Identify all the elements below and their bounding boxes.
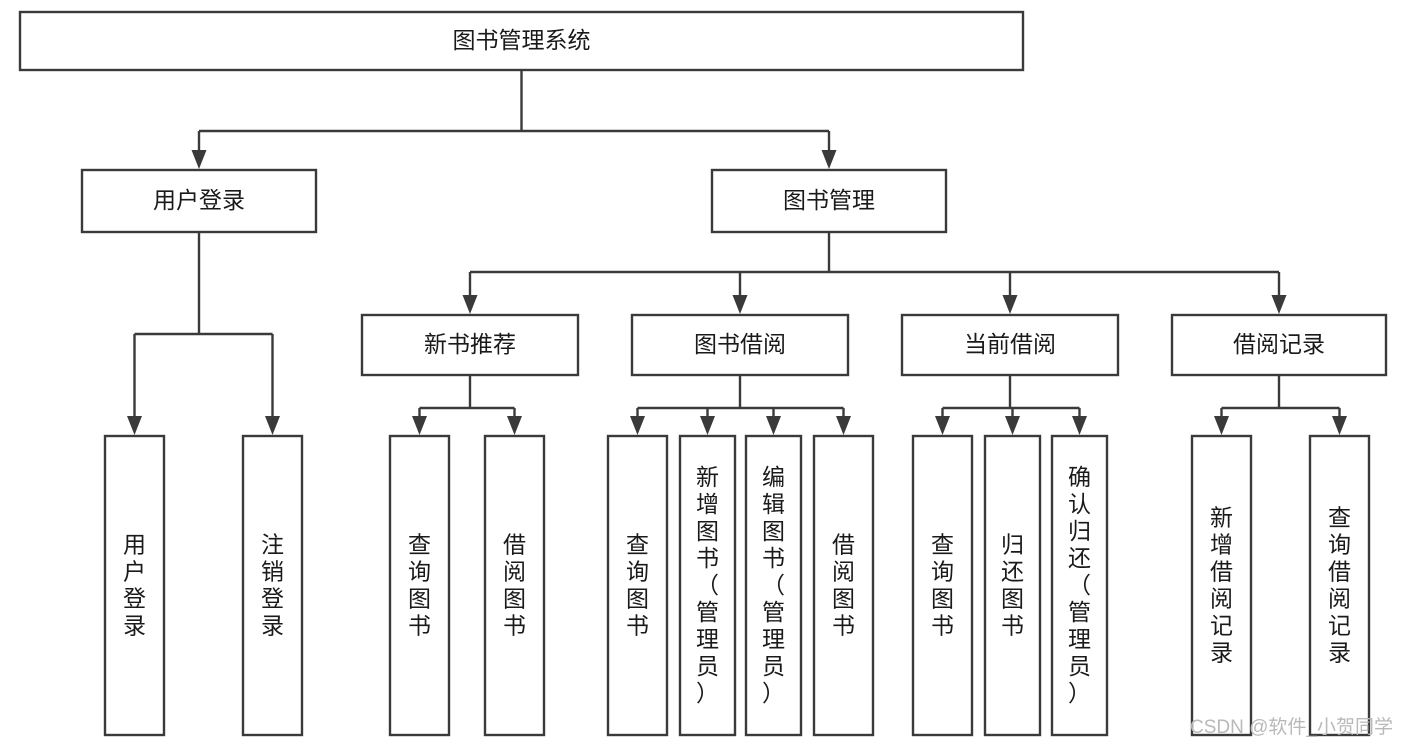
node-label-book-management: 图书管理 [783, 187, 875, 213]
node-box-leaf-query-book-borrow [606, 434, 669, 737]
node-box-borrow-record [1170, 313, 1388, 377]
node-leaf-query-borrow-record[interactable]: 查询借阅记录 [1308, 434, 1371, 737]
arrow-head-leaf-edit-book-admin [766, 416, 781, 435]
node-label-leaf-add-borrow-record: 新增借阅记录 [1210, 505, 1233, 666]
node-user-login[interactable]: 用户登录 [80, 168, 318, 234]
node-current-borrow[interactable]: 当前借阅 [900, 313, 1120, 377]
arrow-head-leaf-logout-login [265, 416, 280, 435]
node-label-root: 图书管理系统 [453, 27, 591, 53]
node-leaf-confirm-return-admin[interactable]: 确认归还（管理员） [1050, 434, 1109, 737]
arrow-head-book-borrow [732, 295, 748, 314]
node-leaf-borrow-book[interactable]: 借阅图书 [812, 434, 875, 737]
node-label-current-borrow: 当前借阅 [964, 331, 1056, 357]
node-label-leaf-user-login: 用户登录 [123, 532, 146, 639]
node-label-leaf-edit-book-admin: 编辑图书（管理员） [762, 464, 785, 706]
node-box-leaf-query-book-current [911, 434, 974, 737]
node-leaf-edit-book-admin[interactable]: 编辑图书（管理员） [744, 434, 803, 737]
node-label-leaf-query-book-borrow: 查询图书 [626, 532, 649, 639]
node-box-leaf-user-login [103, 434, 166, 737]
arrow-head-leaf-borrow-book [836, 416, 851, 435]
arrow-head-leaf-query-book-current [935, 416, 950, 435]
arrow-head-leaf-query-book-recommend [412, 416, 427, 435]
node-box-leaf-borrow-book [812, 434, 875, 737]
arrow-head-leaf-add-borrow-record [1214, 416, 1229, 435]
node-leaf-user-login[interactable]: 用户登录 [103, 434, 166, 737]
node-label-leaf-confirm-return-admin: 确认归还（管理员） [1068, 464, 1091, 706]
node-box-current-borrow [900, 313, 1120, 377]
node-label-leaf-logout-login: 注销登录 [261, 532, 284, 639]
arrow-head-leaf-borrow-book-recommend [507, 416, 522, 435]
node-box-leaf-confirm-return-admin [1050, 434, 1109, 737]
node-label-leaf-add-book-admin: 新增图书（管理员） [696, 464, 719, 706]
nodes-layer: 图书管理系统用户登录图书管理新书推荐图书借阅当前借阅借阅记录用户登录注销登录查询… [18, 10, 1388, 737]
node-label-leaf-borrow-book: 借阅图书 [832, 532, 855, 639]
arrow-head-leaf-query-borrow-record [1332, 416, 1347, 435]
arrow-head-leaf-query-book-borrow [630, 416, 645, 435]
arrow-head-new-book-recommend [462, 295, 478, 314]
arrow-head-leaf-confirm-return-admin [1072, 416, 1087, 435]
arrow-head-leaf-add-book-admin [700, 416, 715, 435]
arrow-head-book-management [821, 150, 837, 169]
node-box-leaf-return-book [983, 434, 1042, 737]
arrow-head-current-borrow [1002, 295, 1018, 314]
node-box-leaf-add-borrow-record [1190, 434, 1253, 737]
node-leaf-borrow-book-recommend[interactable]: 借阅图书 [483, 434, 546, 737]
node-leaf-query-book-recommend[interactable]: 查询图书 [388, 434, 451, 737]
node-book-borrow[interactable]: 图书借阅 [630, 313, 850, 377]
node-box-user-login [80, 168, 318, 234]
node-leaf-add-borrow-record[interactable]: 新增借阅记录 [1190, 434, 1253, 737]
node-box-leaf-query-borrow-record [1308, 434, 1371, 737]
connectors-layer [127, 70, 1347, 435]
node-new-book-recommend[interactable]: 新书推荐 [360, 313, 580, 377]
node-book-management[interactable]: 图书管理 [710, 168, 948, 234]
arrow-head-leaf-user-login [127, 416, 142, 435]
node-label-leaf-query-borrow-record: 查询借阅记录 [1328, 505, 1351, 666]
arrow-head-borrow-record [1271, 295, 1287, 314]
node-label-leaf-return-book: 归还图书 [1001, 532, 1024, 639]
node-box-book-management [710, 168, 948, 234]
node-box-leaf-add-book-admin [678, 434, 737, 737]
node-box-leaf-edit-book-admin [744, 434, 803, 737]
node-leaf-add-book-admin[interactable]: 新增图书（管理员） [678, 434, 737, 737]
node-leaf-return-book[interactable]: 归还图书 [983, 434, 1042, 737]
node-label-book-borrow: 图书借阅 [694, 331, 786, 357]
node-label-leaf-query-book-recommend: 查询图书 [408, 532, 431, 639]
node-box-leaf-borrow-book-recommend [483, 434, 546, 737]
node-box-new-book-recommend [360, 313, 580, 377]
arrow-head-user-login [191, 150, 207, 169]
node-label-leaf-borrow-book-recommend: 借阅图书 [503, 532, 526, 639]
node-leaf-logout-login[interactable]: 注销登录 [241, 434, 304, 737]
node-label-new-book-recommend: 新书推荐 [424, 331, 516, 357]
node-box-leaf-query-book-recommend [388, 434, 451, 737]
node-label-borrow-record: 借阅记录 [1233, 331, 1325, 357]
arrow-head-leaf-return-book [1005, 416, 1020, 435]
node-borrow-record[interactable]: 借阅记录 [1170, 313, 1388, 377]
node-box-root [18, 10, 1025, 72]
node-label-user-login: 用户登录 [153, 187, 245, 213]
node-root[interactable]: 图书管理系统 [18, 10, 1025, 72]
node-label-leaf-query-book-current: 查询图书 [931, 532, 954, 639]
node-leaf-query-book-borrow[interactable]: 查询图书 [606, 434, 669, 737]
node-box-book-borrow [630, 313, 850, 377]
node-box-leaf-logout-login [241, 434, 304, 737]
csdn-watermark: CSDN @软件_小贺同学 [1190, 716, 1393, 738]
node-leaf-query-book-current[interactable]: 查询图书 [911, 434, 974, 737]
